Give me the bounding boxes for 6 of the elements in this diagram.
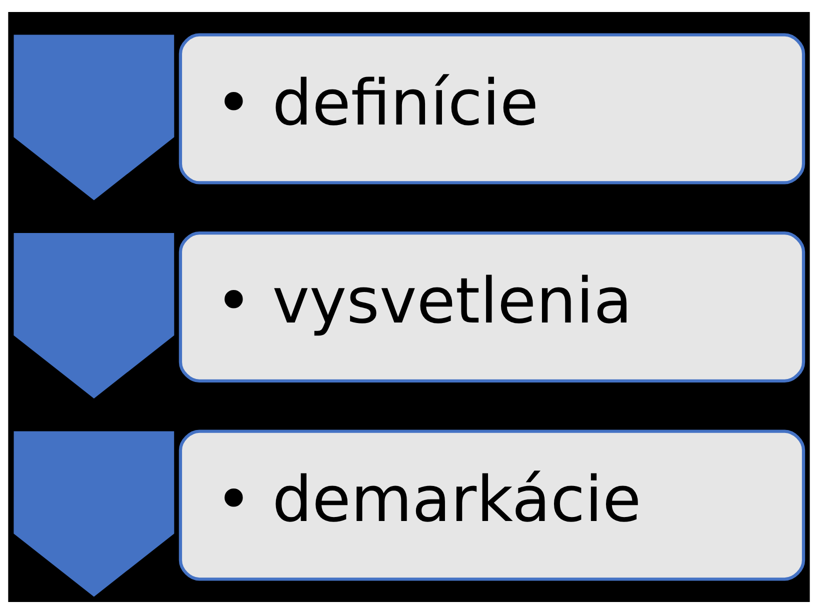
node-box: • vysvetlenia bbox=[178, 231, 806, 383]
node-chevron bbox=[14, 431, 174, 597]
node-chevron bbox=[14, 233, 174, 398]
node-box: • definície bbox=[178, 33, 806, 184]
node-box: • demarkácie bbox=[178, 430, 806, 581]
node-chevron bbox=[14, 34, 174, 200]
